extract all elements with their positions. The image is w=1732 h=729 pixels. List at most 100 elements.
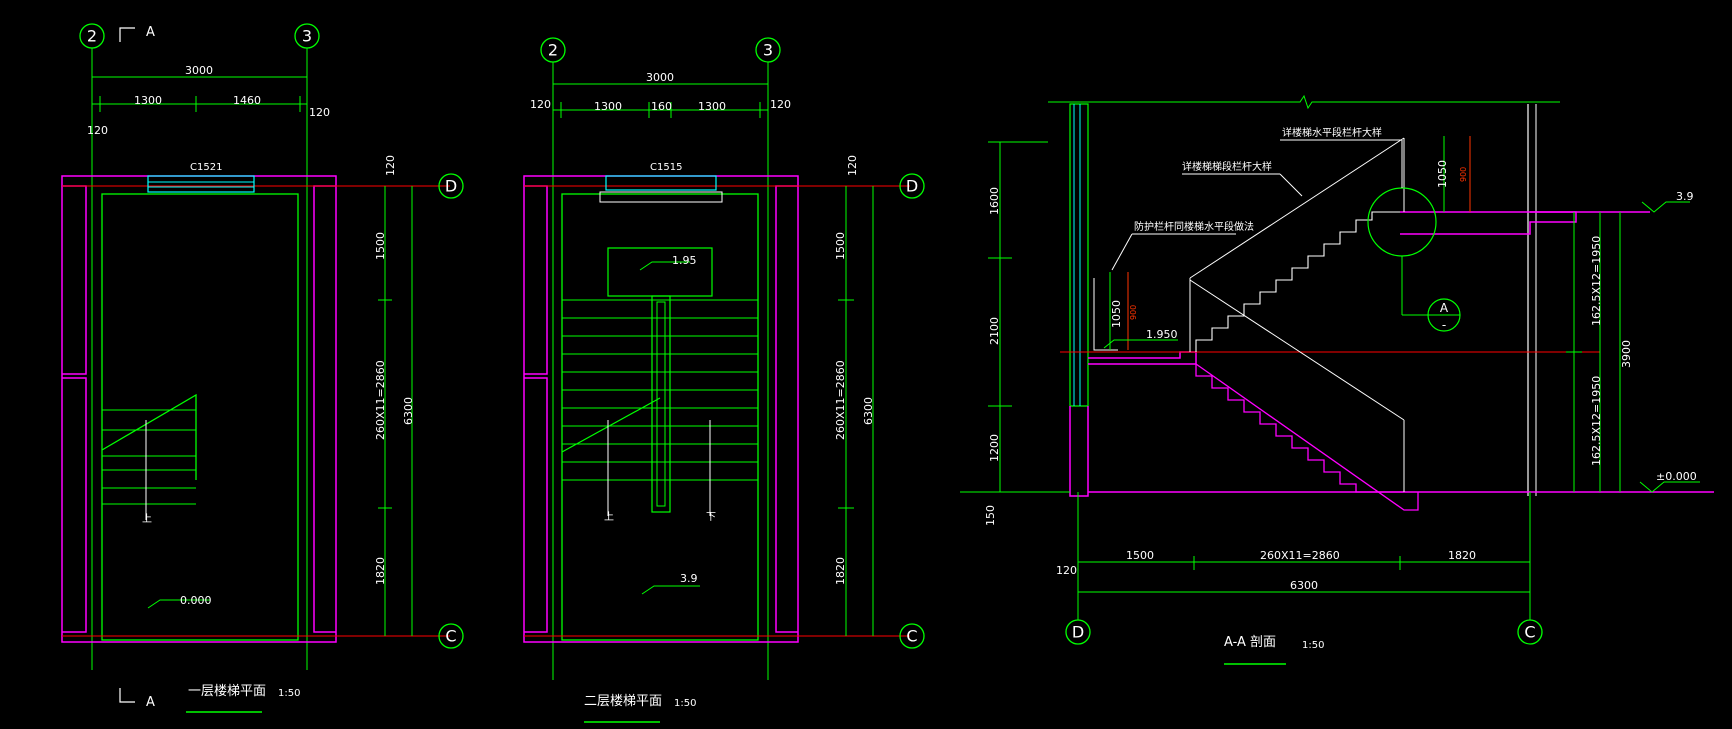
right-dim-total: 3900 xyxy=(1620,340,1633,368)
lower-flight xyxy=(1195,364,1404,493)
dim-edge: 120 xyxy=(1056,564,1077,577)
elevation-value: 0.000 xyxy=(180,594,212,607)
upper-flight xyxy=(1195,211,1400,352)
axis-label: D xyxy=(445,177,457,196)
detail-circle xyxy=(1367,187,1437,257)
v-dim: 1820 xyxy=(834,557,847,585)
bot-dim: 1820 xyxy=(1448,549,1476,562)
axis-label: D xyxy=(1072,623,1084,642)
inner-outline xyxy=(101,193,299,641)
plan-second-floor: 2 3 3000 1300 160 1300 120 120 C1515 1.9… xyxy=(523,37,925,723)
section-mark: A xyxy=(146,25,155,40)
top-elevation: 3.9 xyxy=(1676,190,1694,203)
floor-elevation: 3.9 xyxy=(680,572,698,585)
stair-break xyxy=(101,393,197,480)
axis-label: C xyxy=(1524,623,1535,642)
axis-label: 2 xyxy=(87,27,97,46)
window-code: C1521 xyxy=(190,162,222,173)
upper-handrail xyxy=(1189,137,1405,279)
axis-bubble-c xyxy=(899,623,925,649)
dim-edge: 120 xyxy=(770,98,791,111)
stair-break xyxy=(561,397,661,453)
v-dim: 120 xyxy=(384,155,397,176)
window xyxy=(147,175,255,193)
rail-height-sub: 900 xyxy=(1129,305,1138,320)
dim-edge: 120 xyxy=(530,98,551,111)
dim-edge: 120 xyxy=(87,124,108,137)
rail-height: 1050 xyxy=(1110,300,1123,328)
inner-outline xyxy=(561,193,759,641)
detail-mark: A xyxy=(1440,301,1449,315)
axis-label: 2 xyxy=(548,41,558,60)
v-dim: 260X11=2860 xyxy=(374,360,387,440)
section-mark: A xyxy=(146,695,155,710)
note: 防护栏杆同楼梯水平段做法 xyxy=(1134,220,1254,233)
drawing-title: 二层楼梯平面 xyxy=(584,694,662,709)
v-dim-total: 6300 xyxy=(402,397,415,425)
left-dim: 150 xyxy=(984,505,997,526)
dim-edge: 120 xyxy=(309,106,330,119)
axis-bubble-d xyxy=(899,173,925,199)
down-mark: 下 xyxy=(706,512,716,523)
left-dim: 1600 xyxy=(988,187,1001,215)
dim-segment: 1300 xyxy=(134,94,162,107)
axis-label: C xyxy=(906,627,917,646)
elevation-symbol xyxy=(147,599,210,609)
v-dim: 260X11=2860 xyxy=(834,360,847,440)
note: 详楼梯水平段栏杆大样 xyxy=(1282,126,1382,139)
axis-bubble-c xyxy=(438,623,464,649)
drawing-title: A-A 剖面 xyxy=(1224,635,1276,650)
outer-wall xyxy=(61,175,337,643)
stair-well xyxy=(651,295,671,513)
section-a-a: A - 1050 900 1050 900 1.950 详楼梯水平段栏杆大样 详… xyxy=(960,94,1714,665)
dim-segment: 160 xyxy=(651,100,672,113)
window xyxy=(605,175,717,191)
dim-segment: 1460 xyxy=(233,94,261,107)
up-mark: 上 xyxy=(142,513,152,525)
bot-dim: 260X11=2860 xyxy=(1260,549,1340,562)
axis-bubble-d xyxy=(438,173,464,199)
v-dim: 1820 xyxy=(374,557,387,585)
right-dim: 162.5X12=1950 xyxy=(1590,376,1603,466)
landing-elevation: 1.950 xyxy=(1146,328,1178,341)
ground-elevation: ±0.000 xyxy=(1656,470,1697,483)
left-dim: 1200 xyxy=(988,434,1001,462)
dim-segment: 1300 xyxy=(594,100,622,113)
axis-label: D xyxy=(906,177,918,196)
rail-height-sub: 900 xyxy=(1459,167,1468,182)
axis-bubble-c xyxy=(1517,619,1543,645)
axis-label: 3 xyxy=(763,41,773,60)
left-wall xyxy=(1069,103,1089,407)
lower-handrail xyxy=(1189,279,1405,421)
landing-elevation: 1.95 xyxy=(672,254,697,267)
left-dim: 2100 xyxy=(988,317,1001,345)
v-dim: 1500 xyxy=(374,232,387,260)
drawing-title: 一层楼梯平面 xyxy=(188,684,266,699)
bot-total: 6300 xyxy=(1290,579,1318,592)
right-dim: 162.5X12=1950 xyxy=(1590,236,1603,326)
detail-sub: - xyxy=(1442,318,1446,332)
drawing-scale: 1:50 xyxy=(674,698,696,709)
section-mark-symbol xyxy=(119,27,135,42)
note: 详楼梯梯段栏杆大样 xyxy=(1182,160,1272,173)
dim-total: 3000 xyxy=(185,64,213,77)
v-dim: 1500 xyxy=(834,232,847,260)
outer-wall xyxy=(523,175,799,643)
window-code: C1515 xyxy=(650,162,682,173)
rail-height: 1050 xyxy=(1436,160,1449,188)
v-dim: 120 xyxy=(846,155,859,176)
dim-total: 3000 xyxy=(646,71,674,84)
bot-dim: 1500 xyxy=(1126,549,1154,562)
axis-label: 3 xyxy=(302,27,312,46)
axis-bubble-d xyxy=(1065,619,1091,645)
dim-segment: 1300 xyxy=(698,100,726,113)
plan-first-floor: 2 3 A A 3000 1300 1460 120 120 C xyxy=(61,23,464,713)
landing-slab xyxy=(1088,351,1197,365)
up-mark: 上 xyxy=(604,511,614,523)
v-dim-total: 6300 xyxy=(862,397,875,425)
drawing-scale: 1:50 xyxy=(1302,640,1324,651)
axis-label: C xyxy=(445,627,456,646)
section-mark-symbol xyxy=(119,688,135,703)
